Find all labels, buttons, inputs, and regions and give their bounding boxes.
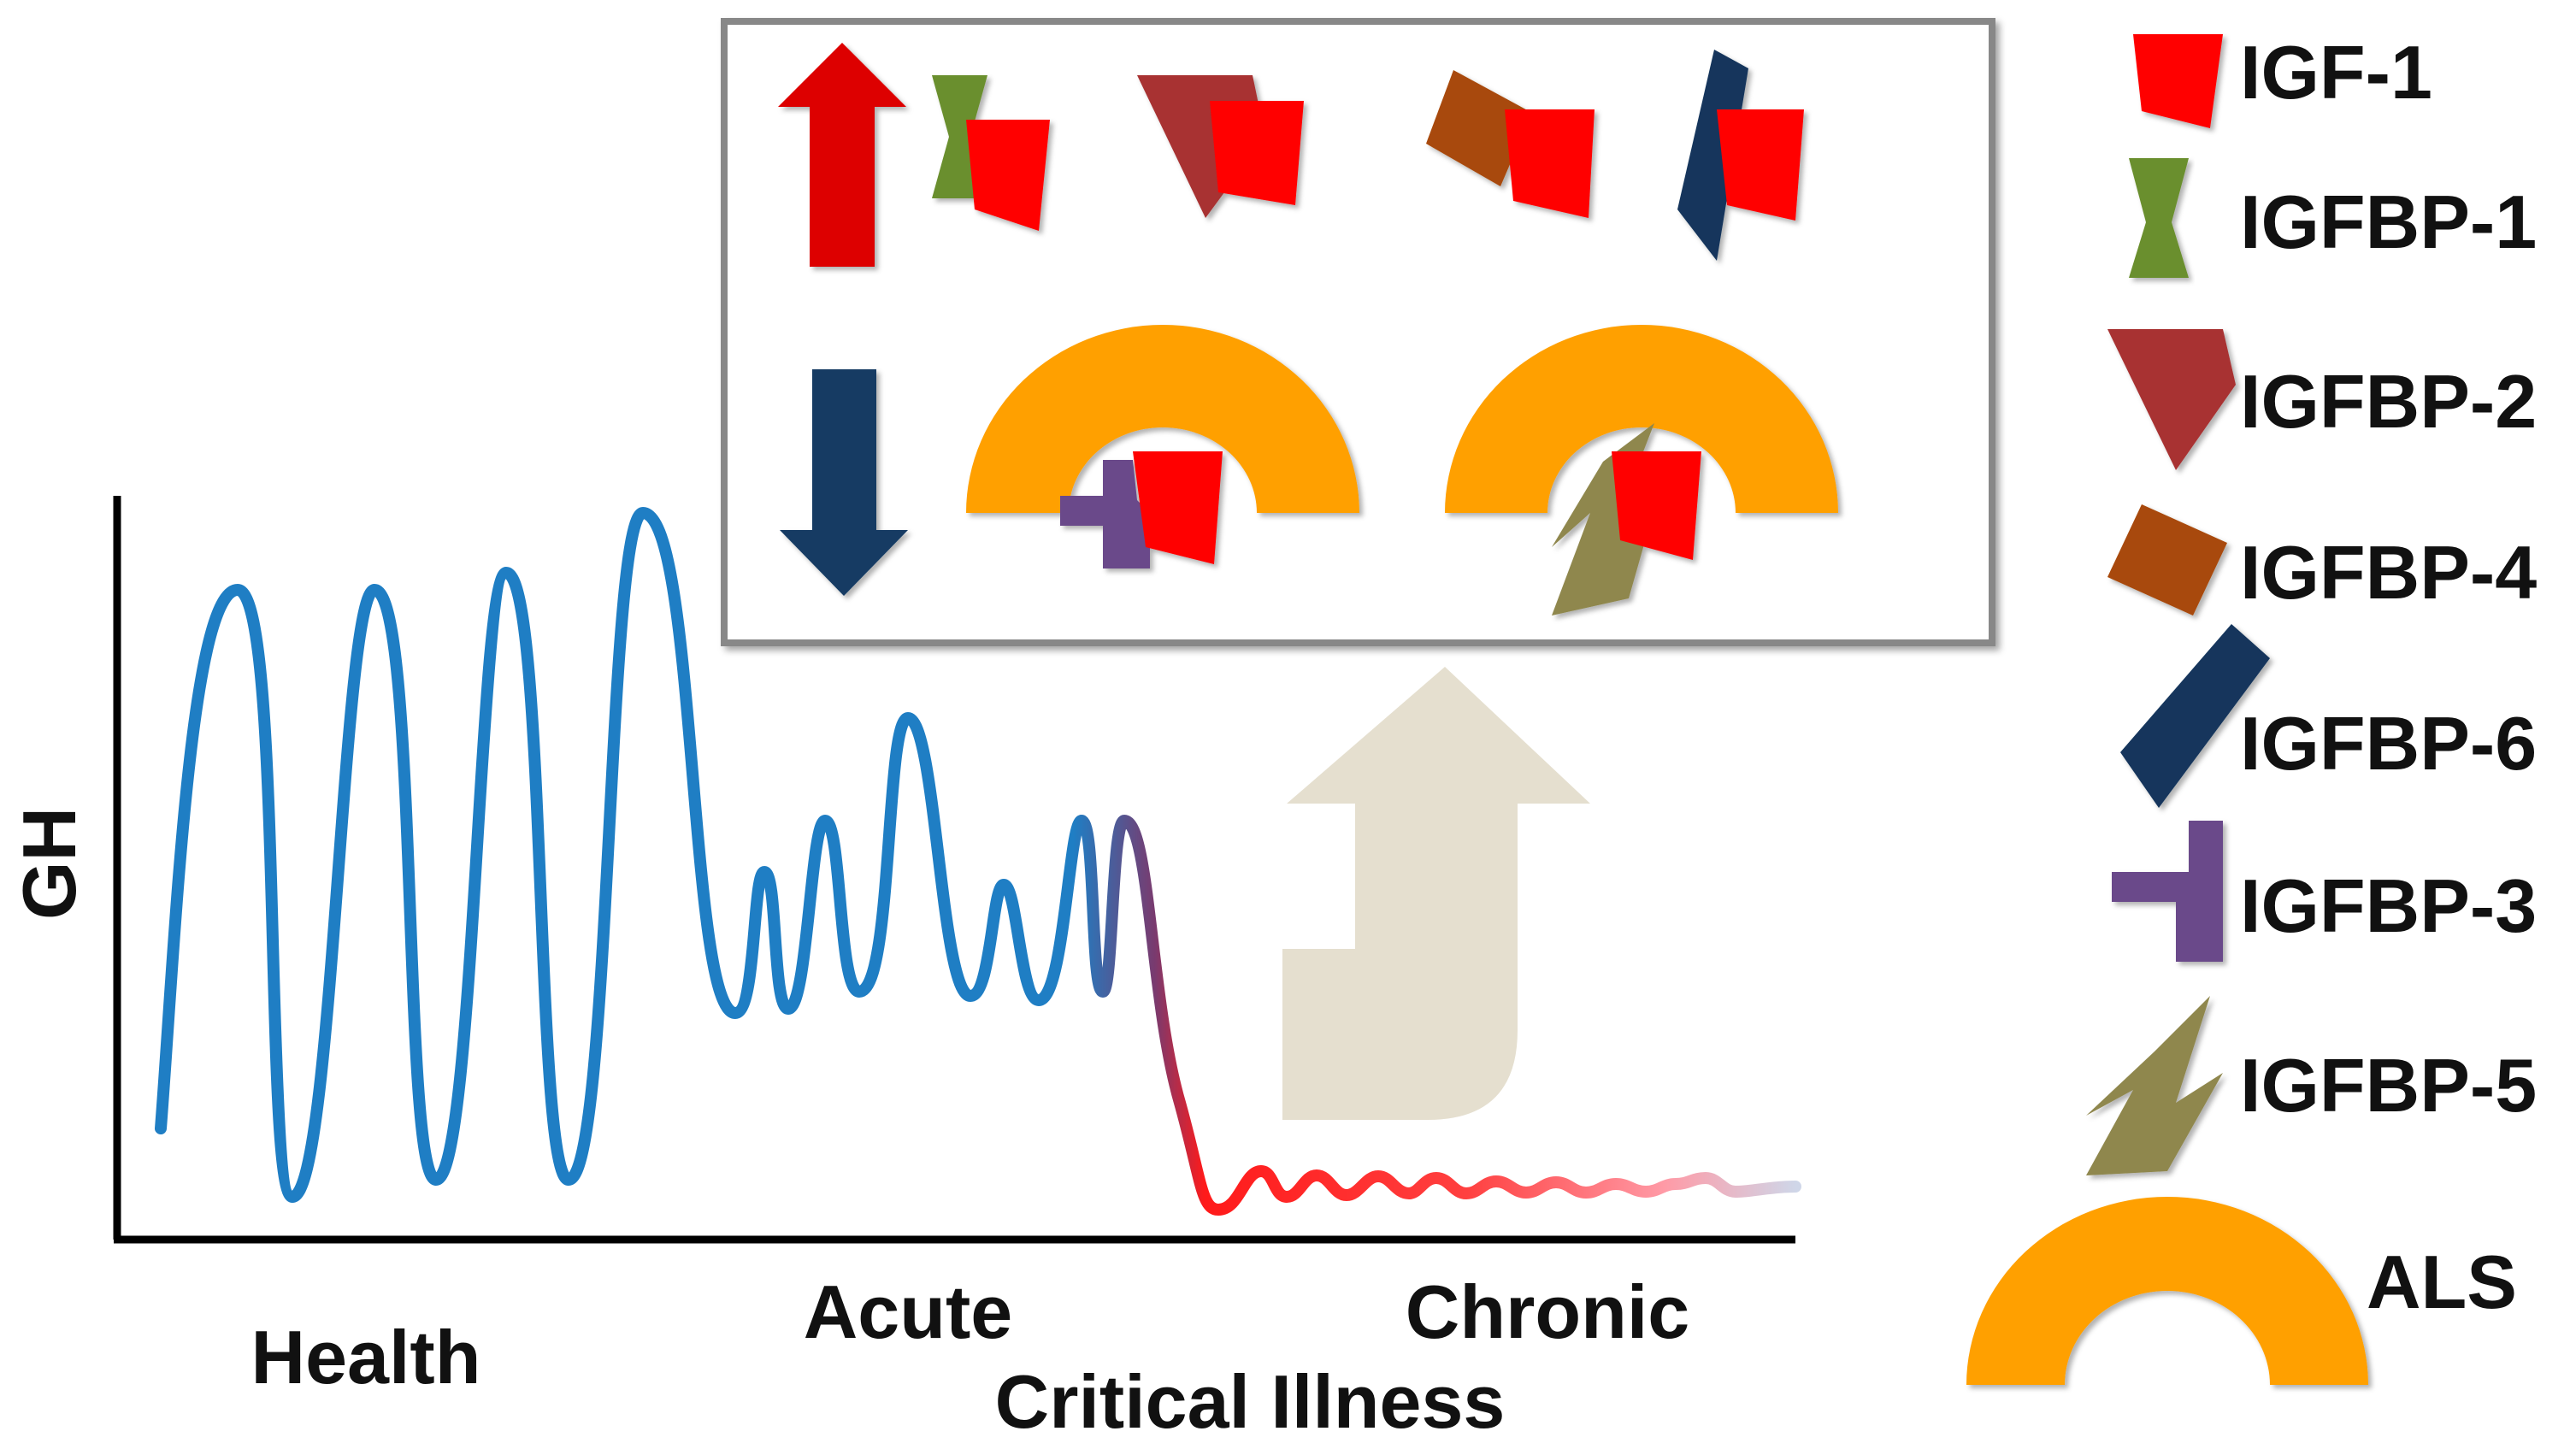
igf1-icon [1717, 109, 1804, 221]
igfbp2-icon [2107, 329, 2236, 470]
x-label-chronic: Chronic [1406, 1269, 1689, 1354]
igfbp5-icon [2086, 996, 2223, 1175]
igfbp4-icon [1426, 70, 1532, 186]
igf-binding-inset [721, 18, 1995, 646]
x-label-health: Health [251, 1315, 481, 1399]
gh-secretion-curve [155, 507, 1801, 1216]
legend-item-igfbp3: IGFBP-3 [2112, 821, 2537, 962]
legend-label: IGFBP-5 [2240, 1043, 2537, 1128]
igfbp4-igf1-complex [1426, 70, 1595, 218]
als-igfbp5-igf1-complex [1445, 325, 1838, 616]
legend: IGF-1 IGFBP-1 IGFBP-2 IGFBP-4 IGFBP-6 IG… [1966, 30, 2537, 1385]
igf1-icon [2133, 34, 2223, 128]
als-igfbp3-igf1-complex [966, 325, 1359, 568]
als-icon [1966, 1197, 2368, 1385]
legend-item-igfbp5: IGFBP-5 [2086, 996, 2537, 1175]
big-upward-arrow [1282, 667, 1590, 1120]
legend-label: IGFBP-1 [2240, 180, 2537, 264]
igfbp6-icon [1677, 50, 1748, 261]
legend-item-als: ALS [1966, 1197, 2517, 1385]
igfbp6-icon [2120, 624, 2270, 808]
increase-arrow-icon [778, 43, 906, 267]
igfbp1-icon [2129, 158, 2189, 278]
x-label-acute: Acute [804, 1269, 1013, 1354]
igfbp2-igf1-complex [1137, 75, 1304, 218]
legend-label: IGFBP-6 [2240, 701, 2537, 786]
legend-label: IGFBP-2 [2240, 359, 2537, 444]
igf1-icon [1505, 109, 1595, 218]
legend-label: IGF-1 [2240, 30, 2432, 115]
igf1-icon [966, 120, 1050, 231]
legend-item-igfbp1: IGFBP-1 [2129, 158, 2537, 278]
legend-label: IGFBP-3 [2240, 863, 2537, 948]
legend-item-igfbp2: IGFBP-2 [2107, 329, 2537, 470]
legend-item-igfbp4: IGFBP-4 [2107, 504, 2537, 616]
igfbp4-icon [2107, 504, 2227, 616]
igf1-icon [1210, 101, 1304, 205]
igf1-icon [1612, 451, 1701, 560]
gh-axes [113, 496, 1795, 1244]
y-axis-label: GH [7, 807, 91, 920]
legend-item-igf1: IGF-1 [2133, 30, 2432, 128]
igf1-icon [1133, 451, 1223, 564]
igfbp6-igf1-complex [1677, 50, 1804, 261]
igfbp1-igf1-complex [932, 75, 1050, 231]
igfbp3-icon [2112, 821, 2223, 962]
legend-label: ALS [2367, 1240, 2517, 1324]
decrease-arrow-icon [780, 369, 908, 596]
igfbp3-icon [1060, 460, 1150, 568]
als-icon [1445, 325, 1838, 513]
x-label-critical-illness: Critical Illness [995, 1359, 1506, 1444]
legend-label: IGFBP-4 [2240, 530, 2537, 615]
legend-item-igfbp6: IGFBP-6 [2120, 624, 2537, 808]
als-icon [966, 325, 1359, 513]
